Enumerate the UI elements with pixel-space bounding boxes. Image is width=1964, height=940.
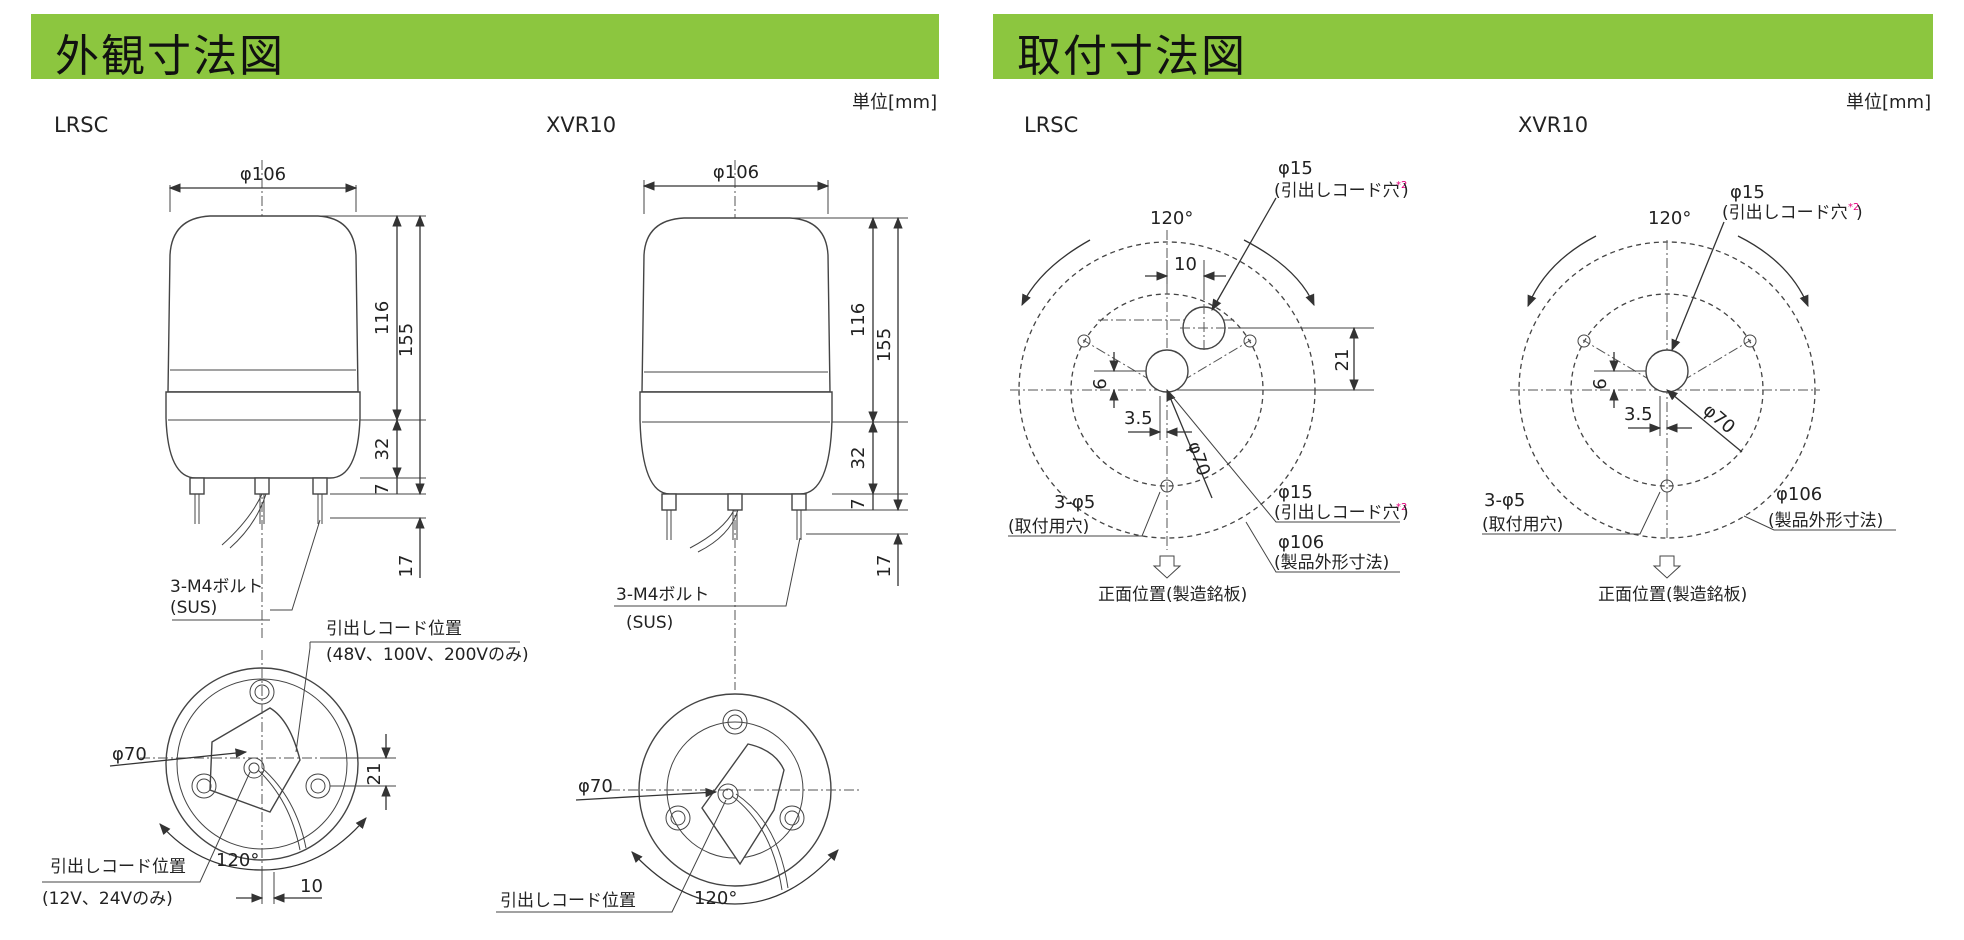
right-section-banner: 取付寸法図	[993, 14, 1933, 82]
lrsc-dim-h17: 17	[396, 555, 417, 578]
xvr10-dim-h155: 155	[874, 328, 895, 362]
xvr10-dim-d106: φ106	[713, 162, 759, 183]
xvr10-mount-d70: φ70	[1699, 400, 1739, 438]
lrsc-mount-sup2-top: *2	[1396, 180, 1407, 191]
xvr10-mount-d15: φ15	[1730, 182, 1765, 203]
xvr10-mount-ang120: 120°	[1648, 208, 1691, 229]
model-label-lrsc-mount: LRSC	[1024, 113, 1079, 137]
model-label-xvr10-mount: XVR10	[1518, 113, 1589, 137]
lrsc-mount-outer-label: (製品外形寸法)	[1274, 553, 1389, 573]
unit-label-right: 単位[mm]	[1846, 92, 1932, 113]
svg-text:): )	[1402, 503, 1409, 523]
lrsc-mount-w10: 10	[1174, 254, 1197, 275]
lrsc-dim-ang120: 120°	[216, 850, 259, 871]
lrsc-dim-h116: 116	[372, 301, 393, 335]
left-section-title: 外観寸法図	[55, 31, 285, 82]
lrsc-cord-pos-label-a: 引出しコード位置	[326, 619, 462, 639]
lrsc-sus-label: (SUS)	[170, 598, 217, 618]
lrsc-dim-h32: 32	[372, 438, 393, 461]
lrsc-mount-hole-label: (取付用穴)	[1008, 517, 1089, 537]
lrsc-mount-w21: 21	[1332, 349, 1353, 372]
xvr10-cord-pos-label: 引出しコード位置	[500, 891, 636, 911]
lrsc-mount-sup2-bottom: *2	[1396, 502, 1407, 513]
lrsc-mounting-view: 120° 10 21 6 3.5 φ70 φ15 (引出しコード穴 *2 ) φ…	[1008, 158, 1409, 605]
model-label-xvr10-outline: XVR10	[546, 113, 617, 137]
left-section-banner: 外観寸法図	[31, 14, 939, 82]
model-label-lrsc-outline: LRSC	[54, 113, 109, 137]
xvr10-mount-d106: φ106	[1776, 484, 1822, 505]
xvr10-mount-holes: 3-φ5	[1484, 490, 1525, 511]
xvr10-mount-sup2: *2	[1848, 202, 1859, 213]
svg-text:): )	[1856, 203, 1863, 223]
lrsc-bottom-view: φ70 21 120° 10 引出しコード位置 (48V、100V、200Vのみ…	[42, 619, 529, 909]
lrsc-mount-front-label: 正面位置(製造銘板)	[1098, 585, 1247, 605]
xvr10-mount-hole-label: (取付用穴)	[1482, 515, 1563, 535]
lrsc-mount-holes: 3-φ5	[1054, 492, 1095, 513]
xvr10-dim-h116: 116	[848, 303, 869, 337]
xvr10-dim-ang120: 120°	[694, 888, 737, 909]
lrsc-mount-cord-hole-bottom: (引出しコード穴	[1274, 503, 1400, 523]
lrsc-cord-pos-voltage-a: (48V、100V、200Vのみ)	[326, 645, 529, 665]
unit-label-left: 単位[mm]	[852, 92, 938, 113]
lrsc-mount-cord-hole-top: (引出しコード穴	[1274, 181, 1400, 201]
lrsc-side-view: φ106 116 32 7 155 17 3-M4ボルト (SUS)	[165, 160, 426, 640]
xvr10-side-view: φ106 116 32 7 155 17 3-M4ボルト (SUS)	[614, 160, 908, 690]
lrsc-mount-w3-5: 3.5	[1124, 408, 1153, 429]
xvr10-mounting-view: 120° 6 3.5 φ70 φ15 (引出しコード穴 *2 ) 3-φ5 (取…	[1482, 182, 1896, 605]
xvr10-dim-d70: φ70	[578, 776, 613, 797]
xvr10-mount-outer-label: (製品外形寸法)	[1768, 511, 1883, 531]
lrsc-dim-d106: φ106	[240, 164, 286, 185]
lrsc-mount-d70: φ70	[1183, 439, 1214, 479]
lrsc-cord-pos-label-b: 引出しコード位置	[50, 857, 186, 877]
lrsc-mount-d15-top: φ15	[1278, 158, 1313, 179]
lrsc-mount-d106: φ106	[1278, 532, 1324, 553]
lrsc-dim-h7: 7	[372, 483, 393, 494]
lrsc-dim-h155: 155	[396, 323, 417, 357]
xvr10-mount-w3-5: 3.5	[1624, 404, 1653, 425]
lrsc-mount-d15-bottom: φ15	[1278, 482, 1313, 503]
xvr10-mount-cord-hole: (引出しコード穴	[1722, 203, 1848, 223]
xvr10-mount-w6: 6	[1590, 378, 1611, 389]
lrsc-cord-pos-voltage-b: (12V、24Vのみ)	[42, 889, 173, 909]
xvr10-bottom-view: φ70 120° 引出しコード位置	[496, 693, 862, 913]
xvr10-dim-h32: 32	[848, 447, 869, 470]
lrsc-dim-w10: 10	[300, 876, 323, 897]
svg-text:): )	[1402, 181, 1409, 201]
xvr10-sus-label: (SUS)	[626, 613, 673, 633]
lrsc-dim-d70: φ70	[112, 744, 147, 765]
xvr10-bolt-label: 3-M4ボルト	[616, 585, 709, 605]
right-section-title: 取付寸法図	[1017, 31, 1247, 82]
lrsc-mount-ang120: 120°	[1150, 208, 1193, 229]
lrsc-mount-w6: 6	[1090, 378, 1111, 389]
lrsc-bolt-label: 3-M4ボルト	[170, 577, 263, 597]
xvr10-dim-h17: 17	[874, 555, 895, 578]
xvr10-dim-h7: 7	[848, 498, 869, 509]
lrsc-dim-w21: 21	[364, 763, 385, 786]
xvr10-mount-front-label: 正面位置(製造銘板)	[1598, 585, 1747, 605]
